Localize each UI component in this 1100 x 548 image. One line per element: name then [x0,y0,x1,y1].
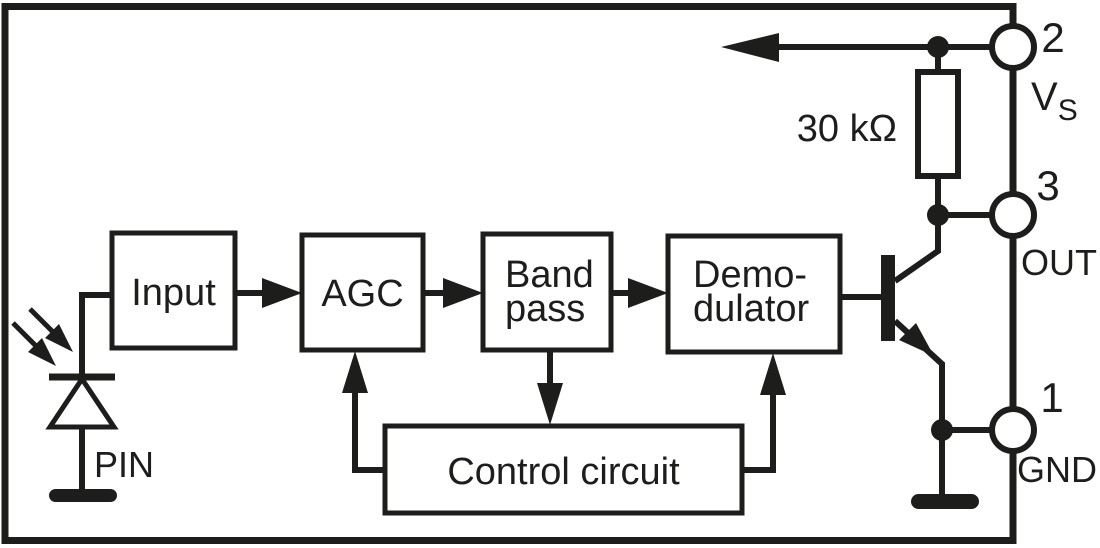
pin-terminal-bar [49,489,117,502]
pin-2-name-subscript: S [1058,94,1078,127]
arrowhead-icon [342,351,368,393]
light-ray-arrowhead-icon [28,338,56,366]
arrowhead-icon [628,278,668,308]
arrow-input-to-agc [235,278,302,308]
arrow-control-to-demodulator [742,353,786,473]
junction-dot [927,36,949,58]
wire [742,393,776,473]
input-block-label: Input [131,272,216,314]
bandpass-block-box [480,231,614,353]
light-ray-arrowhead-icon [45,324,73,352]
transistor-base-bar [881,255,895,341]
wire [79,292,112,377]
demodulator-block-label-line2: dulator [693,288,810,330]
pin-1-name: GND [1017,449,1097,490]
demodulator-block-label-line1: Demo- [693,254,807,296]
arrowhead-icon [262,278,302,308]
junction-dot [931,419,953,441]
resistor-symbol [915,69,961,179]
control-circuit-label: Control circuit [447,451,680,493]
ground-bar-icon [911,494,979,509]
emitter-arrowhead-icon [899,323,934,356]
wire [352,391,385,473]
control-circuit-block: Control circuit [382,423,745,516]
input-block: Input [109,230,238,351]
arrowhead-icon [537,383,563,425]
bandpass-block-label-line1: Band [505,254,594,296]
pin-circle [989,406,1037,454]
collector-wire [893,215,941,284]
demodulator-block-box [665,233,843,355]
supply-arrowhead-icon [721,33,779,62]
demodulator-block: Demo- dulator [665,233,843,355]
module-outline [1,3,1017,544]
control-circuit-box [382,423,745,516]
pin-2-name-main: V [1031,75,1058,119]
agc-block: AGC [299,232,426,353]
pin-2-number: 2 [1041,14,1064,61]
bandpass-block-label-line2: pass [505,288,585,330]
agc-block-label: AGC [321,273,403,315]
output-stage: 30 kΩ [721,33,992,509]
pin-3-number: 3 [1036,162,1059,209]
pin-circle [989,23,1037,71]
photodiode-symbol: PIN [11,292,154,502]
pin-2-name: VS [1031,75,1078,127]
arrowhead-icon [760,353,786,395]
photodiode-label: PIN [94,444,154,485]
light-ray-icon [11,321,40,350]
light-ray-icon [28,307,57,336]
resistor-value-label: 30 kΩ [797,108,897,150]
input-block-box [109,230,238,351]
arrowhead-icon [443,278,483,308]
arrow-bandpass-to-control [537,350,563,425]
pin-3-output: 3 OUT [989,162,1097,283]
arrow-control-to-agc [342,351,385,473]
pin-circle [989,191,1037,239]
npn-transistor-symbol [840,215,945,494]
bandpass-block: Band pass [480,231,614,353]
pin-3-name: OUT [1021,242,1097,283]
pin-1-ground: 1 GND [989,374,1097,490]
arrow-agc-to-bandpass [423,278,483,308]
arrow-bandpass-to-demodulator [611,278,668,308]
pin-2-supply: 2 VS [989,14,1078,127]
pin-1-number: 1 [1040,374,1063,421]
diode-triangle [45,374,119,430]
